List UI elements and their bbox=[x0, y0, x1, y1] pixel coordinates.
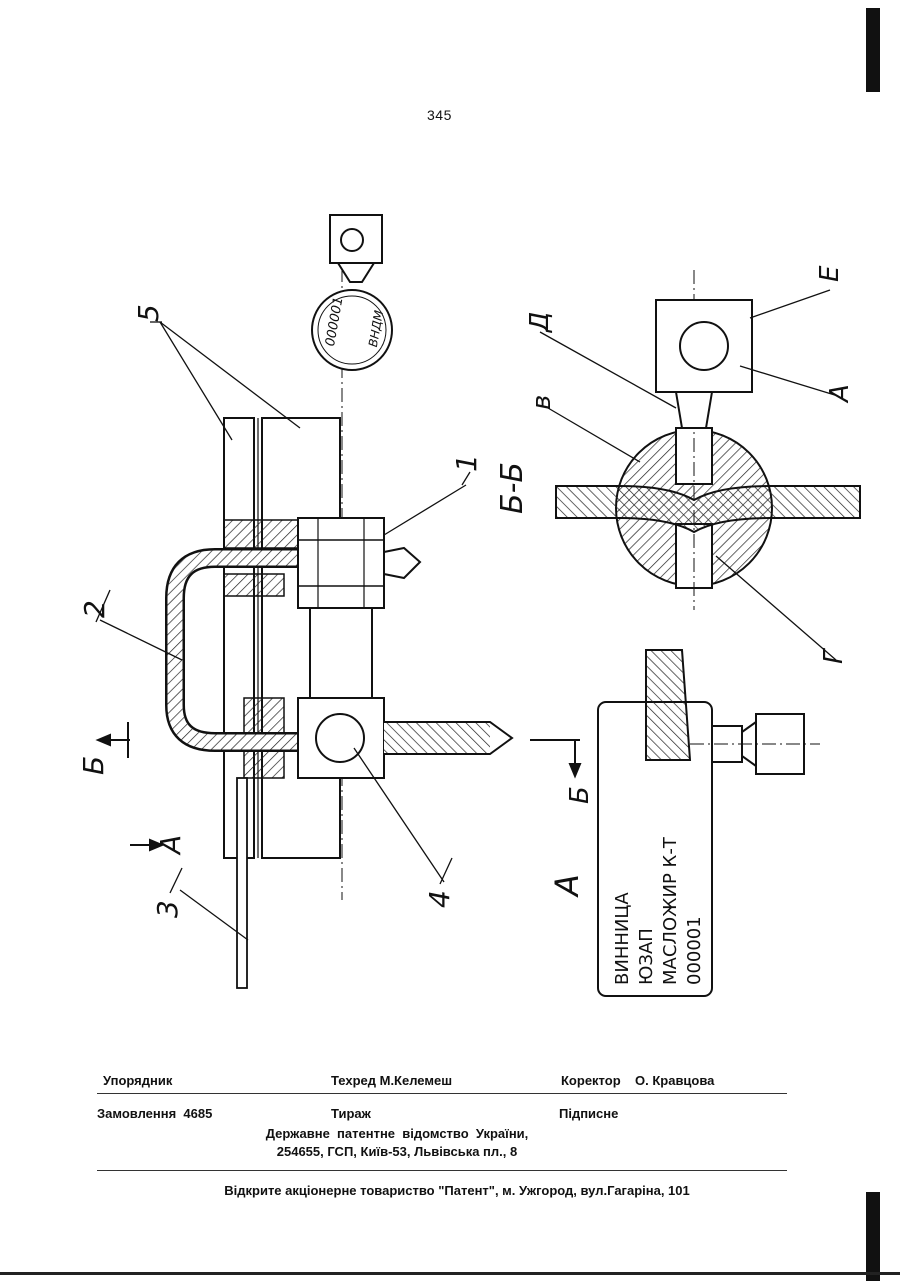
corrector-label: Коректор bbox=[561, 1073, 621, 1088]
footer-row-credits: Упорядник Техред М.Келемеш Коректор О. К… bbox=[97, 1073, 787, 1091]
cut-mark-left: Б bbox=[77, 756, 110, 775]
plate-line-4: 000001 bbox=[684, 916, 705, 985]
callout-1: 1 bbox=[450, 454, 483, 472]
print-run: Тираж bbox=[331, 1106, 371, 1121]
callout-2: 2 bbox=[78, 600, 111, 618]
subscription: Підписне bbox=[559, 1106, 618, 1121]
callout-e: Е bbox=[815, 265, 845, 282]
callout-g: Г bbox=[819, 647, 849, 664]
office-line-2: 254655, ГСП, Київ-53, Львівська пл., 8 bbox=[97, 1144, 697, 1159]
compiler-label: Упорядник bbox=[103, 1073, 172, 1088]
office-line-1: Державне патентне відомство України, bbox=[97, 1126, 697, 1141]
publisher-line: Відкрите акціонерне товариство "Патент",… bbox=[97, 1183, 817, 1198]
techred: Техред М.Келемеш bbox=[331, 1073, 452, 1088]
callout-4: 4 bbox=[423, 890, 456, 908]
corrector-name: О. Кравцова bbox=[635, 1073, 714, 1088]
plate-line-1: ВИННИЦА bbox=[612, 892, 633, 985]
footer-row-order: Замовлення 4685 Тираж Підписне bbox=[97, 1106, 787, 1124]
section-bb-label: Б-Б bbox=[495, 462, 530, 514]
callout-5: 5 bbox=[132, 304, 165, 322]
main-view bbox=[175, 215, 512, 988]
view-arrow-label: А bbox=[154, 835, 187, 856]
footer-rule-bottom bbox=[97, 1170, 787, 1171]
callout-d: Д bbox=[525, 312, 555, 333]
view-a-label: А bbox=[548, 874, 586, 898]
plate-line-3: МАСЛОЖИР К-Т bbox=[660, 836, 681, 985]
footer-rule-top bbox=[97, 1093, 787, 1094]
plate-line-2: ЮЗАП bbox=[636, 928, 657, 985]
cut-mark-right: Б bbox=[565, 786, 595, 804]
callout-a-section: А bbox=[825, 384, 855, 404]
callout-v: в bbox=[527, 395, 557, 410]
order-number: Замовлення 4685 bbox=[97, 1106, 212, 1121]
callout-3: 3 bbox=[151, 900, 184, 918]
